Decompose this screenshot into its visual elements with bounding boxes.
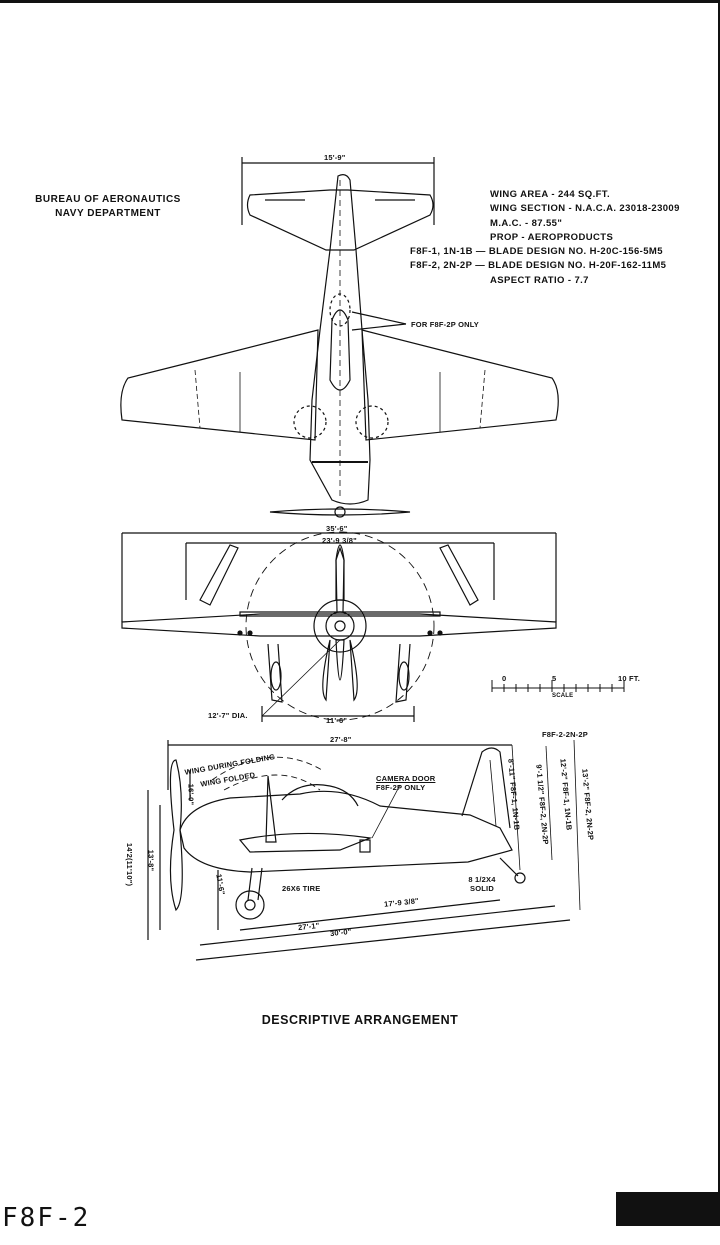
model-designation: F8F-2 <box>2 1203 91 1233</box>
scale-label: SCALE <box>552 693 574 699</box>
tire-label: 26X6 TIRE <box>282 884 321 893</box>
spec-wing-area: WING AREA - 244 SQ.FT. <box>490 189 610 200</box>
top-view <box>120 157 559 518</box>
height-label-2: 13'-8" <box>146 849 156 872</box>
tail-span-label: 15'-9" <box>324 153 346 162</box>
spec-wing-section: WING SECTION - N.A.C.A. 23018-23009 <box>490 203 680 215</box>
scale-bar <box>491 680 625 692</box>
spec-aspect: ASPECT RATIO - 7.7 <box>490 274 589 286</box>
dim-16-0: 16'-0" <box>186 783 196 806</box>
scale-zero: 0 <box>502 674 507 683</box>
camera-door-label: CAMERA DOOR <box>376 774 436 783</box>
height-label-1: 14'2(11'10") <box>125 842 135 887</box>
length-label: 27'-8" <box>330 735 352 744</box>
spec-block: WING AREA - 244 SQ.FT. WING SECTION - N.… <box>410 188 680 288</box>
spec-blade-1: F8F-1, 1N-1B — BLADE DESIGN NO. H-20C-15… <box>410 246 663 258</box>
drawing-frame <box>0 0 720 1203</box>
corner-black-bar <box>616 1192 720 1226</box>
spec-blade-2: F8F-2, 2N-2P — BLADE DESIGN NO. H-20F-16… <box>410 260 667 272</box>
agency-line-1: BUREAU OF AERONAUTICS <box>35 194 181 205</box>
drawing-caption: DESCRIPTIVE ARRANGEMENT <box>261 1013 459 1027</box>
tailwheel-label: 8 1/2X4 SOLID <box>468 875 496 893</box>
spec-prop: PROP - AEROPRODUCTS <box>490 231 614 243</box>
prop-dia-label: 12'-7" DIA. <box>208 711 248 720</box>
span-label: 35'-6" <box>326 524 348 533</box>
spec-mac: M.A.C. - 87.55" <box>490 217 563 229</box>
side-view <box>147 739 581 961</box>
tread-label: 11'-6" <box>326 716 348 725</box>
scale-ten: 10 FT. <box>618 674 641 683</box>
f8f2p-note: FOR F8F-2P ONLY <box>411 320 480 329</box>
scale-five: 5 <box>552 674 557 683</box>
agency-line-2: NAVY DEPARTMENT <box>55 208 161 219</box>
span-folded-label: 23'-9 3/8" <box>322 536 357 545</box>
agency-block: BUREAU OF AERONAUTICS NAVY DEPARTMENT <box>28 193 188 221</box>
camera-note: F8F-2P ONLY <box>376 783 426 792</box>
variant-label: F8F-2-2N-2P <box>542 730 588 739</box>
front-view <box>121 531 557 722</box>
